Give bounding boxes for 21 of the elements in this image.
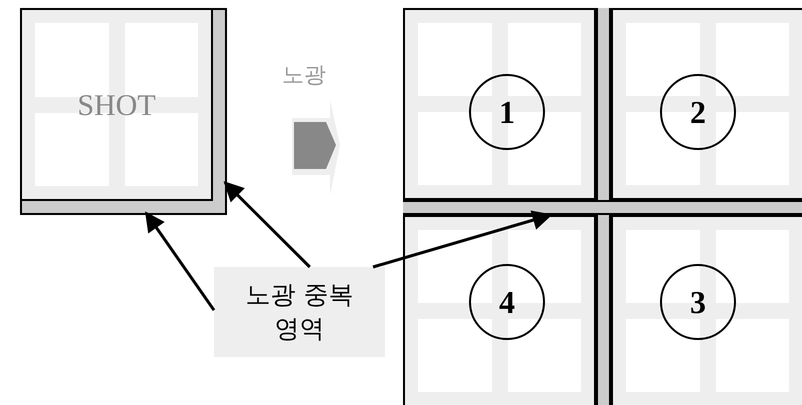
overlap-strip <box>22 201 213 213</box>
arrow <box>144 211 216 312</box>
shot-field-box <box>20 8 227 215</box>
overlap-strip <box>213 10 225 213</box>
field-number-circle <box>660 74 736 150</box>
field-number: 4 <box>499 284 515 320</box>
block-arrow <box>292 100 340 195</box>
field-number: 3 <box>690 284 706 320</box>
field-number-circle <box>469 264 545 340</box>
field-number-circle <box>660 264 736 340</box>
label-box <box>214 267 385 357</box>
arrow <box>224 181 311 268</box>
overlap-strip <box>596 8 611 200</box>
field-number-circle <box>469 74 545 150</box>
field-number: 2 <box>690 94 706 130</box>
field-number: 1 <box>499 94 515 130</box>
overlap-strip <box>403 200 802 215</box>
overlap-region-text: 노광 중복 영역 <box>244 279 354 345</box>
overlap-strip <box>596 215 611 405</box>
arrow <box>372 210 553 268</box>
shot-label: SHOT <box>76 91 157 121</box>
